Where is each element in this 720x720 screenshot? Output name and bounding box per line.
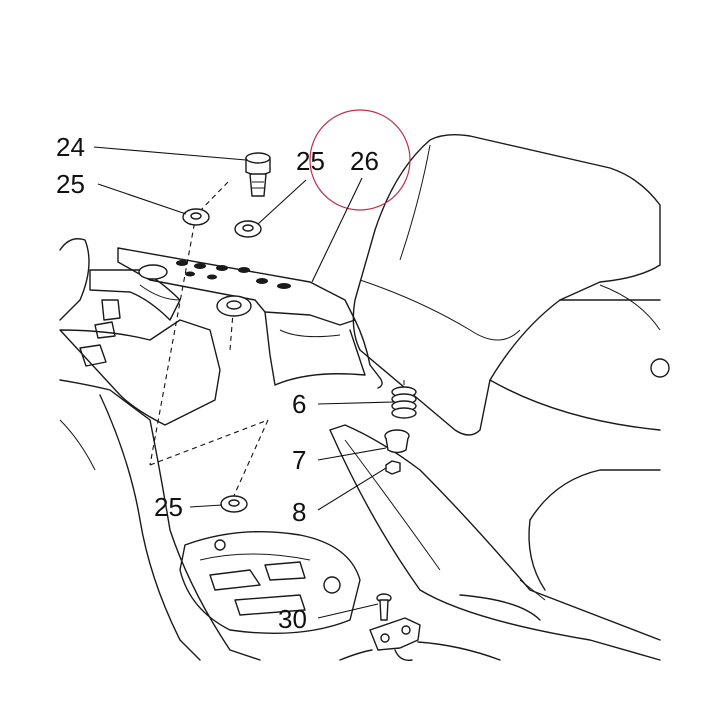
mount-bracket bbox=[117, 247, 383, 389]
washer-25-left bbox=[182, 208, 210, 226]
callout-25-top: 25 bbox=[296, 146, 325, 176]
spring-6 bbox=[391, 380, 417, 419]
washer-25-top bbox=[234, 220, 262, 238]
washer-on-bracket bbox=[216, 295, 252, 317]
callout-24: 24 bbox=[56, 132, 85, 162]
bolt-24 bbox=[245, 152, 271, 197]
screw-30 bbox=[376, 593, 392, 621]
callout-7: 7 bbox=[292, 445, 306, 475]
callout-26: 26 bbox=[350, 146, 379, 176]
seat bbox=[352, 133, 670, 601]
frame-tray bbox=[329, 424, 661, 661]
callout-25-lower: 25 bbox=[154, 492, 183, 522]
under-tray bbox=[179, 530, 361, 635]
callout-6: 6 bbox=[292, 389, 306, 419]
callout-8: 8 bbox=[292, 497, 306, 527]
washer-25-lower bbox=[220, 495, 248, 513]
highlight-circle bbox=[309, 109, 411, 211]
left-bodywork bbox=[59, 238, 261, 661]
callout-30: 30 bbox=[278, 604, 307, 634]
callout-25-left: 25 bbox=[56, 169, 85, 199]
lock-bracket bbox=[339, 617, 501, 661]
nut-8 bbox=[385, 460, 401, 475]
leader-lines bbox=[93, 146, 395, 619]
bushing-7 bbox=[384, 429, 410, 454]
